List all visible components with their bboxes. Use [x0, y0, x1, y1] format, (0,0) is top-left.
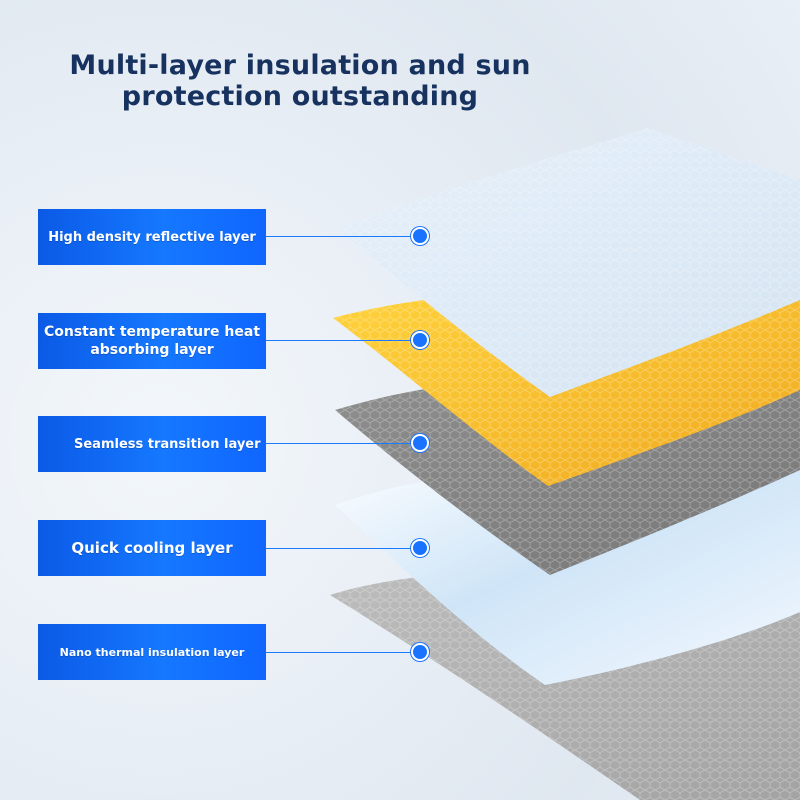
connector-line-heat-absorbing [266, 340, 420, 341]
reflective-layer-sheet [337, 128, 800, 397]
layer-label-text: High density reflective layer [48, 229, 256, 245]
connector-line-reflective [266, 236, 420, 237]
connector-line-cooling [266, 548, 420, 549]
connector-dot-reflective [411, 227, 429, 245]
layer-label-text: Quick cooling layer [71, 539, 233, 557]
title-line-1: Multi-layer insulation and sun [69, 50, 531, 81]
connector-dot-transition [411, 434, 429, 452]
connector-dot-cooling [411, 539, 429, 557]
layer-label-text: Nano thermal insulation layer [59, 645, 245, 659]
layer-label-cooling: Quick cooling layer [38, 520, 266, 576]
layer-label-transition: Seamless transition layer [38, 416, 266, 472]
connector-dot-insulation [411, 643, 429, 661]
connector-line-insulation [266, 652, 420, 653]
title-line-2: protection outstanding [121, 81, 479, 112]
layer-label-heat-absorbing: Constant temperature heat absorbing laye… [38, 313, 266, 369]
layer-label-reflective: High density reflective layer [38, 209, 266, 265]
layer-label-text: Constant temperature heat absorbing laye… [43, 324, 261, 358]
connector-dot-heat-absorbing [411, 331, 429, 349]
layer-label-insulation: Nano thermal insulation layer [38, 624, 266, 680]
quick-cooling-layer-sheet [335, 465, 800, 685]
connector-line-transition [266, 443, 420, 444]
page-title: Multi-layer insulation and sun protectio… [50, 50, 550, 112]
layer-label-text: Seamless transition layer [74, 436, 261, 452]
